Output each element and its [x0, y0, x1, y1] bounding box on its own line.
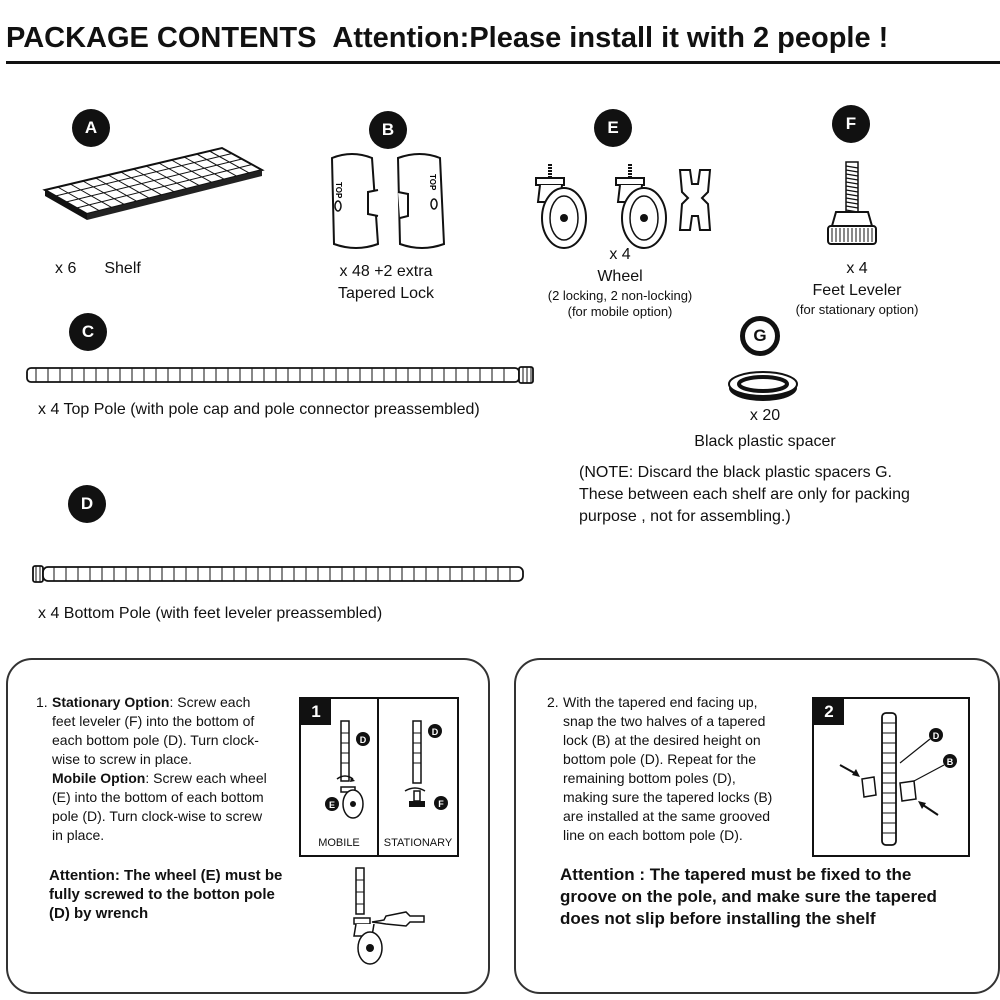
part-a-badge: A [72, 109, 110, 147]
part-g-qty: x 20 [749, 407, 781, 424]
note-line-2: These between each shelf are only for pa… [579, 486, 910, 503]
part-g-name: Black plastic spacer [694, 433, 836, 450]
caption-stationary: STATIONARY [383, 837, 453, 849]
stationary-option-label: Stationary Option [52, 694, 170, 710]
part-b-qty: x 48 +2 extra [339, 263, 433, 280]
header-title: PACKAGE CONTENTS [6, 22, 317, 54]
figure-2-number: 2 [814, 699, 844, 725]
tapered-lock-illustration: TOP TOP [330, 153, 446, 249]
svg-text:F: F [438, 799, 444, 809]
figure-1-drawing: D E D F [325, 720, 448, 819]
figure-2-drawing: D B [839, 712, 957, 846]
lock-top-mark-left: TOP [334, 182, 343, 199]
wrench-wheel-illustration [353, 867, 425, 965]
part-f-caption: x 4 Feet Leveler (for stationary option) [782, 258, 932, 318]
part-e-caption: x 4 Wheel (2 locking, 2 non-locking) (fo… [520, 244, 720, 320]
page-header: PACKAGE CONTENTS Attention:Please install… [6, 22, 888, 55]
svg-text:D: D [432, 727, 439, 737]
part-c-badge: C [69, 313, 107, 351]
part-f-qty: x 4 [846, 260, 868, 277]
part-d-badge: D [68, 485, 106, 523]
part-d-caption: x 4 Bottom Pole (with feet leveler preas… [38, 605, 383, 622]
step-2-text: 2. With the tapered end facing up, snap … [547, 694, 773, 843]
header-attention: Attention:Please install it with 2 peopl… [332, 22, 889, 54]
step-1-attention: Attention: The wheel (E) must be fully s… [49, 867, 283, 922]
part-b-caption: x 48 +2 extra Tapered Lock [318, 261, 454, 305]
bottom-pole-illustration [32, 565, 524, 583]
step-1-figure: 1 D E D F MOBILE STATIONARY [299, 697, 459, 857]
header-rule [6, 61, 1000, 64]
wheel-illustration [535, 164, 712, 249]
part-e-name: Wheel [597, 268, 643, 285]
svg-text:E: E [329, 800, 335, 810]
svg-text:D: D [360, 735, 367, 745]
figure-1-divider [377, 699, 379, 855]
step-2-figure: 2 D B [812, 697, 970, 857]
part-b-name: Tapered Lock [337, 285, 435, 302]
part-g-caption: x 20 Black plastic spacer [660, 405, 870, 453]
spacer-note: (NOTE: Discard the black plastic spacers… [579, 462, 910, 528]
note-line-3: purpose , not for assembling.) [579, 508, 791, 525]
lock-top-mark-right: TOP [428, 174, 437, 191]
part-f-name: Feet Leveler [812, 282, 902, 299]
part-f-badge: F [832, 105, 870, 143]
mobile-option-label: Mobile Option [52, 770, 146, 786]
note-line-1: (NOTE: Discard the black plastic spacers… [579, 464, 892, 481]
part-c-caption: x 4 Top Pole (with pole cap and pole con… [38, 401, 480, 418]
feet-leveler-illustration [827, 161, 877, 245]
step-2-number: 2. [547, 694, 559, 710]
part-f-sub1: (for stationary option) [795, 302, 919, 317]
part-e-sub1: (2 locking, 2 non-locking) [547, 288, 693, 303]
part-g-badge: G [740, 316, 780, 356]
shelf-illustration [42, 146, 265, 220]
part-e-badge: E [594, 109, 632, 147]
part-e-sub2: (for mobile option) [567, 304, 673, 319]
step-1-number: 1. [36, 694, 48, 710]
step-2-attention: Attention : The tapered must be fixed to… [560, 865, 937, 928]
top-pole-illustration [26, 366, 534, 384]
part-e-qty: x 4 [609, 246, 631, 263]
spacer-illustration [728, 371, 798, 401]
svg-text:B: B [947, 757, 954, 767]
caption-mobile: MOBILE [318, 837, 360, 849]
svg-text:D: D [933, 731, 940, 741]
step-1-text: 1. Stationary Option: Screw each feet le… [36, 694, 267, 843]
figure-1-number: 1 [301, 699, 331, 725]
part-b-badge: B [369, 111, 407, 149]
